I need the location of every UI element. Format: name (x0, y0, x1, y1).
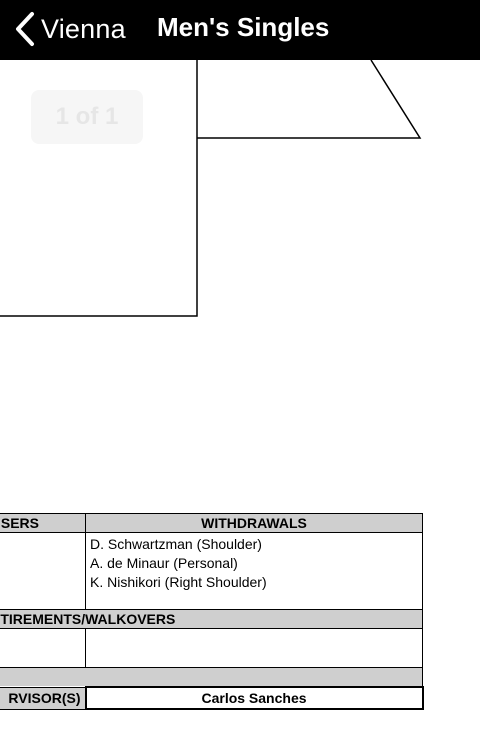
table-row (0, 628, 423, 668)
table-header-row: SERS WITHDRAWALS (0, 513, 423, 533)
page-title: Men's Singles (157, 12, 330, 42)
draw-document[interactable]: 1 of 1 SERS WITHDRAWALS D. Schwartzman (… (0, 60, 480, 729)
retirements-cell-left (0, 628, 86, 668)
back-button[interactable]: Vienna (10, 8, 126, 50)
lucky-losers-cell (0, 532, 86, 610)
bracket-lines (0, 60, 422, 317)
table-header-row: ETIREMENTS/WALKOVERS (0, 609, 423, 629)
chevron-left-icon (10, 8, 40, 50)
list-item: K. Nishikori (Right Shoulder) (90, 574, 267, 590)
table-row (0, 667, 423, 688)
supervisor-label: RVISOR(S) (0, 686, 86, 710)
list-item: D. Schwartzman (Shoulder) (90, 536, 262, 552)
retirements-cell-right (85, 628, 423, 668)
retirements-header: ETIREMENTS/WALKOVERS (0, 609, 423, 629)
lucky-losers-header: SERS (0, 513, 86, 533)
withdrawals-cell: D. Schwartzman (Shoulder) A. de Minaur (… (85, 532, 423, 610)
page-indicator: 1 of 1 (31, 90, 143, 144)
back-label: Vienna (41, 13, 126, 44)
list-item: A. de Minaur (Personal) (90, 555, 238, 571)
summary-table: SERS WITHDRAWALS D. Schwartzman (Shoulde… (0, 513, 424, 710)
withdrawals-header: WITHDRAWALS (85, 513, 423, 533)
spacer-row (0, 667, 423, 688)
table-row: RVISOR(S) Carlos Sanches (0, 686, 424, 710)
navigation-bar: Vienna Men's Singles (0, 0, 480, 60)
supervisor-name: Carlos Sanches (84, 686, 424, 710)
table-row: D. Schwartzman (Shoulder) A. de Minaur (… (0, 532, 423, 610)
